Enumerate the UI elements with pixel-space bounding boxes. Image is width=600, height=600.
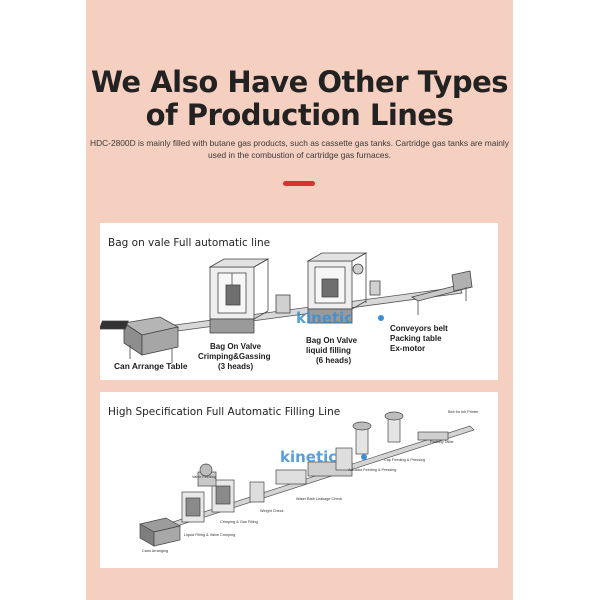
label-packing-table: Packing Table [430, 440, 454, 444]
page-subtitle: HDC-2800D is mainly filled with butane g… [90, 138, 509, 160]
label-can-arrange-table: Can Arrange Table [114, 361, 188, 371]
filling-crimping-machines [181, 463, 235, 523]
label-cap-feeding: Cap Feeding & Pressing [384, 458, 425, 462]
crimping-machine [208, 258, 270, 334]
heading-line-2: of Production Lines [145, 98, 454, 132]
filling-line-illustration: kinetic Belt for Ink Printer Packing Tab… [139, 410, 479, 553]
watermark-text: kinetic [296, 309, 353, 327]
page-heading: We Also Have Other Types of Production L… [86, 66, 513, 132]
packing-table [411, 270, 473, 315]
label-conveyor-2: Packing table [390, 334, 442, 343]
label-valve-feeding: Valve Feeding [192, 475, 216, 479]
card-title-filling-line: High Specification Full Automatic Fillin… [108, 406, 341, 418]
label-crimping-1: Bag On Valve [210, 342, 262, 351]
watermark-dot-icon-2 [361, 454, 367, 460]
label-conveyor-1: Conveyors belt [390, 324, 448, 333]
card-title-bov-line: Bag on vale Full automatic line [108, 237, 271, 249]
weight-water-bath [249, 447, 353, 503]
content-panel: We Also Have Other Types of Production L… [86, 0, 513, 600]
label-liquid-filling: Liquid Filling & Valve Crimping [184, 533, 235, 537]
label-crimping-3: (3 heads) [218, 362, 253, 371]
accent-divider [283, 181, 315, 186]
label-filling-3: (6 heads) [316, 356, 351, 365]
label-crimping-gas: Crimping & Gas Filling [220, 520, 258, 524]
transfer-unit [275, 280, 381, 314]
can-arrange-table [100, 316, 180, 363]
label-weight-check: Weight Check [260, 509, 284, 513]
label-water-bath: Water Bath Leakage Check [296, 497, 342, 501]
label-belt-ink-printer: Belt for Ink Printer [448, 410, 479, 414]
label-crimping-2: Crimping&Gassing [198, 352, 271, 361]
label-actuator-feeding: Actuator Feeding & Pressing [348, 468, 396, 472]
actuator-cap-machines [352, 411, 449, 455]
liquid-filling-machine [306, 252, 368, 324]
bov-line-illustration: kinetic Can Arrange Table Bag On Valve C… [100, 252, 473, 371]
production-line-card-2: High Specification Full Automatic Fillin… [100, 392, 498, 568]
watermark-text-2: kinetic [280, 448, 337, 466]
watermark-dot-icon [378, 315, 384, 321]
production-line-card-1: Bag on vale Full automatic line [100, 223, 498, 380]
heading-line-1: We Also Have Other Types [90, 65, 509, 99]
label-cans-arranging: Cans Arranging [142, 549, 168, 553]
cans-arranging-table [139, 517, 181, 547]
label-conveyor-3: Ex-motor [390, 344, 425, 353]
label-filling-2: liquid filling [306, 346, 351, 355]
label-filling-1: Bag On Valve [306, 336, 358, 345]
